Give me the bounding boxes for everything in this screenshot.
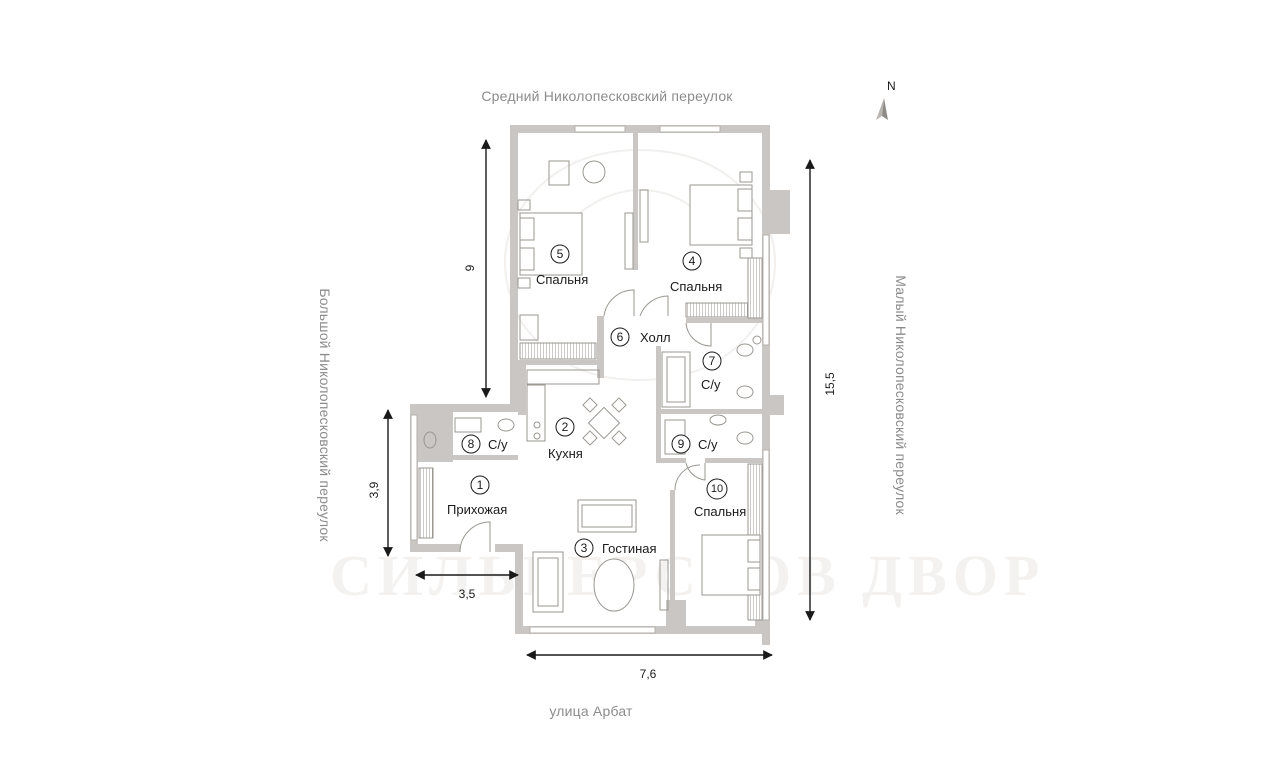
room-8-name: С/у xyxy=(488,437,508,452)
furniture xyxy=(423,160,762,613)
room-7-number: 7 xyxy=(709,354,716,368)
north-arrow-icon xyxy=(876,98,884,120)
room-2-number: 2 xyxy=(562,420,569,434)
room-1[interactable]: 1 Прихожая xyxy=(447,475,507,517)
dimension-left-upper-label: 9 xyxy=(463,264,477,271)
room-10-name: Спальня xyxy=(694,504,746,519)
compass: N xyxy=(876,79,896,120)
room-2-name: Кухня xyxy=(548,446,583,461)
street-top-label: Средний Николопесковский переулок xyxy=(481,88,733,104)
room-1-name: Прихожая xyxy=(447,502,507,517)
dimension-left-lower-label: 3,9 xyxy=(367,481,381,498)
street-left-label: Большой Николопесковский переулок xyxy=(317,288,333,542)
dimension-left-upper: 9 xyxy=(463,139,491,398)
dimension-bottom-left-label: 3,5 xyxy=(459,587,476,601)
room-9-number: 9 xyxy=(678,437,685,451)
dimension-bottom-label: 7,6 xyxy=(640,667,657,681)
room-2[interactable]: 2 Кухня xyxy=(548,417,583,461)
street-bottom-label: улица Арбат xyxy=(549,703,633,719)
dimension-left-lower: 3,9 xyxy=(367,409,393,557)
dimension-bottom-left: 3,5 xyxy=(415,570,519,601)
room-3-number: 3 xyxy=(581,541,588,555)
room-4-name: Спальня xyxy=(670,279,722,294)
room-5-name: Спальня xyxy=(536,272,588,287)
dimension-right-label: 15,5 xyxy=(823,372,837,396)
room-5-number: 5 xyxy=(557,247,564,261)
street-right-label: Малый Николопесковский переулок xyxy=(893,275,909,515)
room-7-name: С/у xyxy=(701,377,721,392)
windows xyxy=(410,125,770,634)
dimension-right: 15,5 xyxy=(805,159,837,621)
room-8[interactable]: 8 С/у xyxy=(461,434,508,454)
room-6[interactable]: 6 Холл xyxy=(610,327,671,347)
room-9-name: С/у xyxy=(698,437,718,452)
dimension-bottom: 7,6 xyxy=(526,650,773,681)
doors xyxy=(459,289,712,553)
room-1-number: 1 xyxy=(477,478,484,492)
room-4-number: 4 xyxy=(689,254,696,268)
room-5[interactable]: 5 Спальня xyxy=(536,244,588,287)
compass-label: N xyxy=(887,79,896,93)
room-8-number: 8 xyxy=(468,437,475,451)
room-6-number: 6 xyxy=(617,330,624,344)
room-9[interactable]: 9 С/у xyxy=(671,434,718,454)
room-4[interactable]: 4 Спальня xyxy=(670,251,722,294)
room-6-name: Холл xyxy=(640,330,671,345)
room-3-name: Гостиная xyxy=(602,541,657,556)
room-10-number: 10 xyxy=(711,483,723,495)
room-10[interactable]: 10 Спальня xyxy=(694,478,746,519)
room-7[interactable]: 7 С/у xyxy=(701,351,722,392)
room-3[interactable]: 3 Гостиная xyxy=(574,538,657,558)
